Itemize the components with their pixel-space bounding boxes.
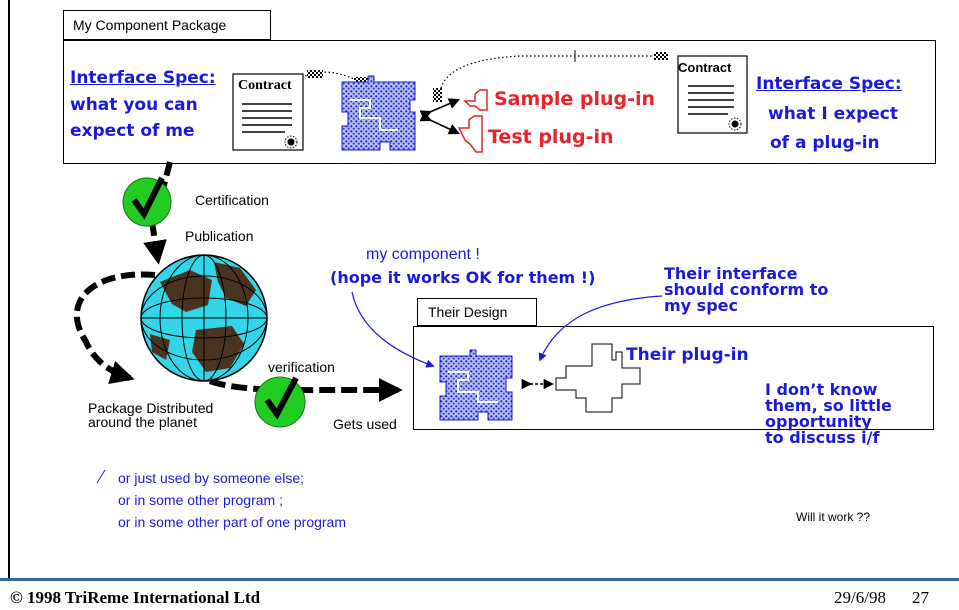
dont-know-line4: to discuss i/f bbox=[765, 428, 880, 447]
conform-note-line1: Their interface bbox=[664, 264, 798, 283]
my-component-note: my component ! bbox=[366, 246, 480, 263]
conform-note-line2: should conform to bbox=[664, 280, 829, 299]
right-contract-label: Contract bbox=[678, 60, 732, 75]
dont-know-line2: them, so little bbox=[765, 396, 892, 415]
checker-flag-2 bbox=[354, 77, 368, 85]
their-plugin-shape bbox=[555, 343, 641, 413]
left-contract-label: Contract bbox=[238, 78, 292, 93]
page-left-border bbox=[8, 0, 10, 578]
hope-note: (hope it works OK for them !) bbox=[330, 268, 596, 287]
footer-copyright: © 1998 TriReme International Ltd bbox=[10, 588, 261, 607]
test-plugin-label: Test plug-in bbox=[488, 126, 614, 148]
will-it-work-note: Will it work ?? bbox=[796, 510, 871, 524]
left-spec-line1: what you can bbox=[70, 95, 198, 115]
their-design-title-box: Their Design bbox=[417, 298, 537, 326]
dont-know-line1: I don’t know bbox=[765, 380, 878, 399]
their-plugin-label: Their plug-in bbox=[626, 345, 749, 365]
my-component-in-their-design bbox=[439, 349, 513, 421]
gets-used-label: Gets used bbox=[333, 416, 397, 432]
sample-plugin-label: Sample plug-in bbox=[494, 88, 656, 110]
left-spec-line2: expect of me bbox=[70, 121, 195, 141]
distributed-label-line2: around the planet bbox=[88, 414, 197, 430]
certification-check-icon bbox=[122, 176, 172, 227]
test-plugin-shape bbox=[457, 115, 483, 153]
globe-icon bbox=[140, 254, 268, 382]
footer-date: 29/6/98 bbox=[834, 588, 886, 607]
publication-label: Publication bbox=[185, 228, 254, 244]
their-design-title: Their Design bbox=[428, 304, 508, 320]
sample-plugin-shape bbox=[463, 89, 488, 111]
checker-flag-1 bbox=[307, 70, 323, 78]
certification-label: Certification bbox=[195, 192, 269, 208]
alt-use-line2: or in some other program ; bbox=[118, 492, 283, 508]
right-contract-doc bbox=[677, 55, 748, 134]
alt-use-line3: or in some other part of one program bbox=[118, 514, 347, 530]
checker-flag-3 bbox=[433, 88, 442, 102]
verification-check-icon bbox=[254, 376, 306, 428]
left-spec-heading: Interface Spec: bbox=[70, 68, 216, 88]
footer-page-number: 27 bbox=[912, 588, 929, 607]
package-title: My Component Package bbox=[73, 17, 227, 33]
dont-know-line3: opportunity bbox=[765, 412, 872, 431]
distributed-label-line1: Package Distributed bbox=[88, 400, 214, 416]
left-contract-doc bbox=[232, 73, 304, 151]
package-box bbox=[63, 40, 936, 164]
conform-note-line3: my spec bbox=[664, 296, 738, 315]
my-component-top bbox=[341, 75, 416, 151]
verification-label: verification bbox=[268, 359, 335, 375]
right-spec-heading: Interface Spec: bbox=[756, 74, 902, 94]
right-spec-line1: what I expect bbox=[768, 104, 898, 124]
package-title-box: My Component Package bbox=[63, 10, 271, 40]
right-spec-line2: of a plug-in bbox=[770, 133, 880, 153]
checker-flag-4 bbox=[654, 52, 668, 60]
footer-divider bbox=[0, 578, 959, 581]
alt-use-line1: or just used by someone else; bbox=[118, 470, 304, 486]
